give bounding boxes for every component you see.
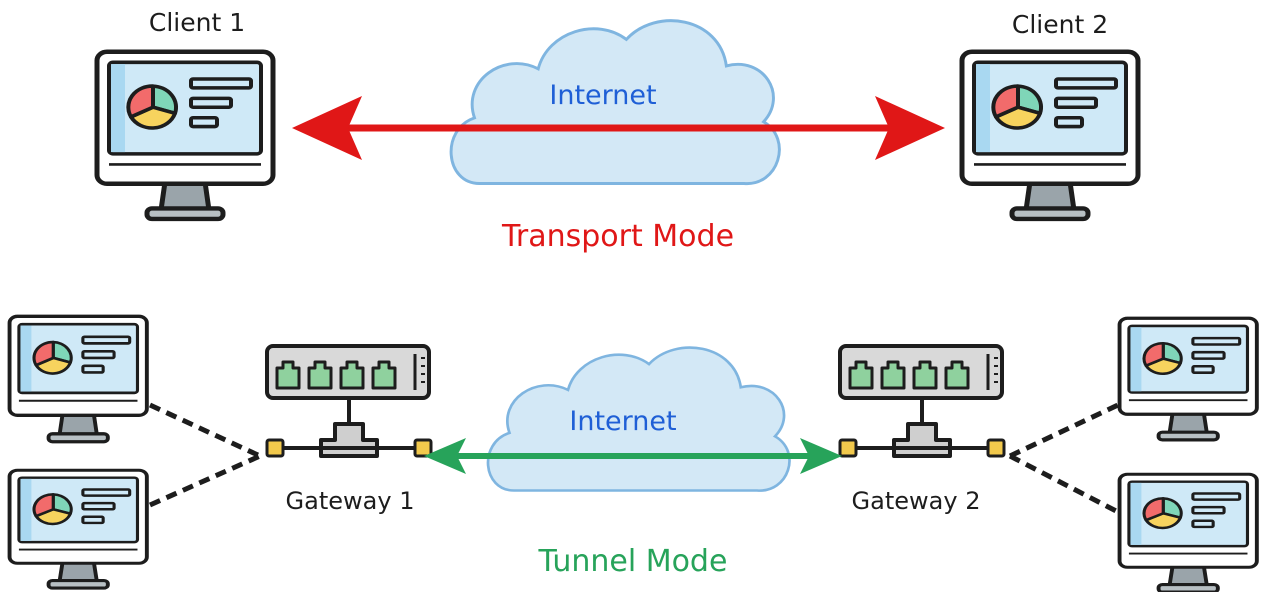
- host-right-top-monitor-icon: [1117, 316, 1259, 442]
- tunnel-arrow-head-right: [800, 438, 842, 474]
- client-2-label: Client 2: [1011, 10, 1109, 39]
- dashed-link-right-top: [1008, 402, 1120, 459]
- host-left-top-monitor-icon: [7, 314, 149, 444]
- gateway-1-label: Gateway 1: [285, 487, 415, 515]
- dashed-link-left-bottom: [148, 453, 262, 508]
- gateway-2-icon: [838, 344, 1006, 458]
- client-1-label: Client 1: [148, 8, 246, 37]
- dashed-link-right-bottom: [1008, 453, 1120, 515]
- transport-arrow-head-left: [292, 96, 362, 160]
- transport-arrow: [292, 96, 945, 160]
- tunnel-arrow-head-left: [424, 438, 466, 474]
- client-1-monitor-icon: [97, 52, 273, 219]
- tunnel-mode-label: Tunnel Mode: [538, 544, 728, 579]
- dashed-link-left-top: [148, 402, 262, 459]
- dashed-links: [148, 402, 1120, 515]
- transport-mode-label: Transport Mode: [501, 219, 735, 254]
- top-internet-label: Internet: [549, 80, 657, 111]
- bottom-internet-label: Internet: [569, 406, 677, 437]
- host-left-bottom-monitor-icon: [7, 468, 149, 590]
- client-2-monitor-icon: [962, 52, 1138, 219]
- gateway-1-icon: [265, 344, 433, 458]
- tunnel-arrow: [424, 438, 842, 474]
- gateway-2-label: Gateway 2: [851, 487, 981, 515]
- transport-arrow-head-right: [875, 96, 945, 160]
- host-right-bottom-monitor-icon: [1117, 472, 1259, 592]
